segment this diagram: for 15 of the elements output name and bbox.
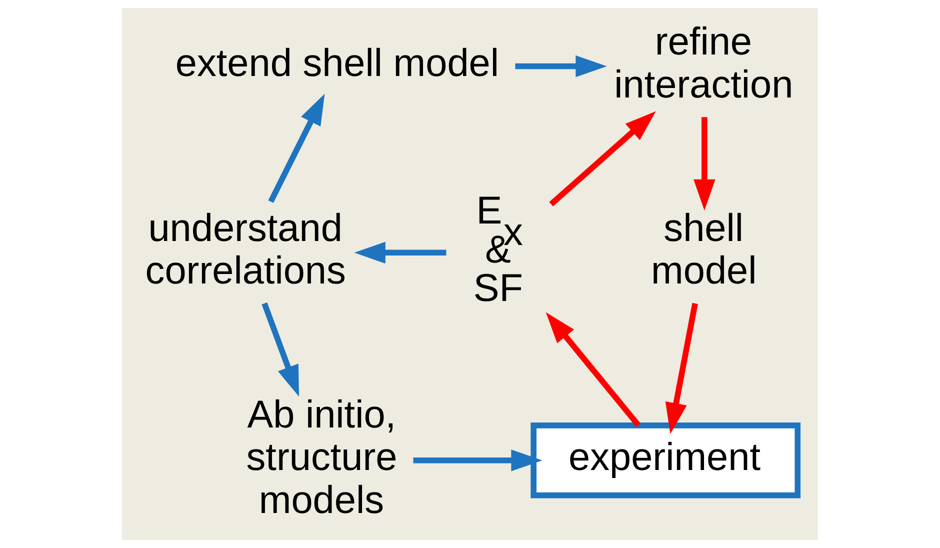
arrow [413,449,542,472]
node-text: extend shell model [175,42,500,85]
arrow [262,302,300,397]
arrow [665,302,698,434]
arrow [694,117,716,210]
node-text: shell model [651,206,757,293]
node-text: Ab initio, structure models [246,393,398,522]
arrow [268,94,325,203]
node-text: understand correlations [145,206,346,293]
arrow [546,312,641,427]
node-text: refine interaction [614,20,794,106]
arrow [549,111,656,206]
arrow [515,55,607,78]
node-box: experiment [530,422,801,498]
arrow [354,242,446,264]
